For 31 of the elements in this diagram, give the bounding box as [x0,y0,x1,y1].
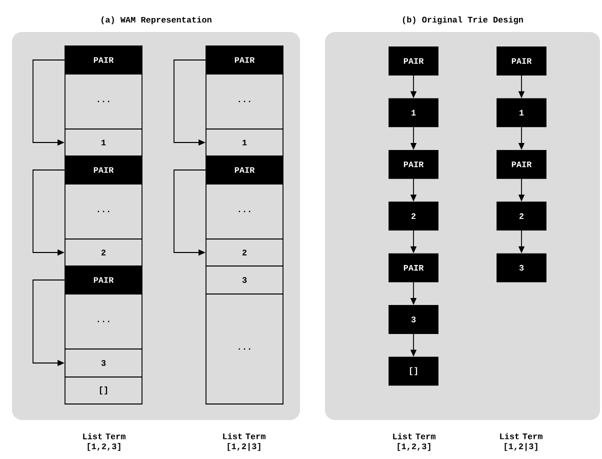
memory-cell: PAIR [206,46,284,74]
caption: List Term [1,2|3] [223,433,266,451]
trie-node: PAIR [388,253,438,282]
memory-cell: 3 [64,348,142,378]
memory-cell: 1 [64,128,142,156]
memory-cell: PAIR [64,266,142,294]
trie-node: [] [388,356,438,386]
trie-node: 3 [496,253,546,282]
memory-cell: 2 [64,238,142,266]
caption: List Term [1,2,3] [393,433,436,451]
trie-node: PAIR [388,46,438,76]
caption: List Term [1,2,3] [83,433,126,451]
trie-node: 3 [388,305,438,334]
node-label: (b) Original Trie Design [402,16,523,24]
node-label: (a) WAM Representation [102,16,212,24]
memory-cell: 2 [206,238,284,266]
trie-node: PAIR [496,150,546,179]
memory-cell: PAIR [64,156,142,184]
trie-node: 2 [496,202,546,231]
trie-node: 1 [388,98,438,128]
memory-cell: 3 [206,266,284,294]
memory-cell: ... [64,294,142,350]
trie-node: PAIR [496,46,546,76]
memory-cell: 1 [206,128,284,156]
caption: List Term [1,2|3] [500,433,542,451]
memory-cell: [] [64,376,142,404]
trie-node: 2 [388,202,438,231]
trie-node: PAIR [388,150,438,179]
memory-cell: PAIR [206,156,284,184]
memory-cell: PAIR [64,46,142,74]
trie-node: 1 [496,98,546,128]
